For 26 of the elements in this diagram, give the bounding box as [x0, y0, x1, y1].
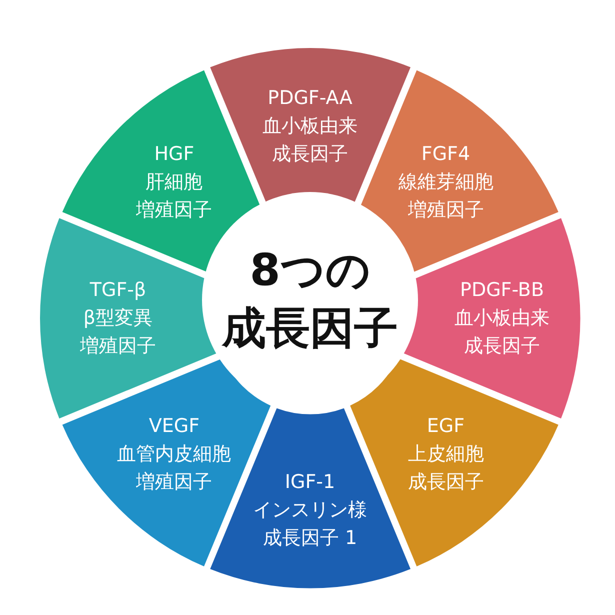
factor-abbreviation: HGF: [153, 142, 196, 168]
factor-name: 成長因子: [408, 470, 484, 495]
center-title: 8つの: [250, 244, 370, 298]
factor-abbreviation: EGF: [426, 414, 466, 439]
factor-name: 成長因子: [270, 142, 349, 167]
factor-name: 血管内皮細胞: [117, 442, 232, 467]
factor-name: 増殖因子: [406, 198, 485, 224]
factor-abbreviation: PDGF-BB: [458, 278, 545, 303]
factor-abbreviation: PDGF-AA: [266, 86, 354, 111]
factor-name: 成長因子 1: [262, 526, 358, 551]
factor-name: 肝細胞: [144, 170, 204, 196]
factor-name: 増殖因子: [80, 334, 156, 359]
factor-name: 上皮細胞: [408, 442, 484, 467]
factor-name: インスリン様: [252, 498, 367, 523]
factor-name: 増殖因子: [135, 470, 214, 495]
factor-name: 増殖因子: [136, 198, 212, 224]
center-title: 成長因子: [222, 302, 398, 356]
factor-abbreviation: VEGF: [148, 414, 201, 439]
factor-abbreviation: FGF4: [420, 142, 472, 168]
factor-abbreviation: TGF-β: [88, 278, 148, 303]
factor-abbreviation: IGF-1: [284, 470, 336, 495]
factor-name: 線維芽細胞: [398, 170, 494, 196]
factor-name: 成長因子: [462, 334, 541, 359]
factor-name: 血小板由来: [262, 114, 358, 139]
factor-name: 血小板由来: [454, 306, 550, 331]
factor-name: β型変異: [82, 306, 154, 331]
